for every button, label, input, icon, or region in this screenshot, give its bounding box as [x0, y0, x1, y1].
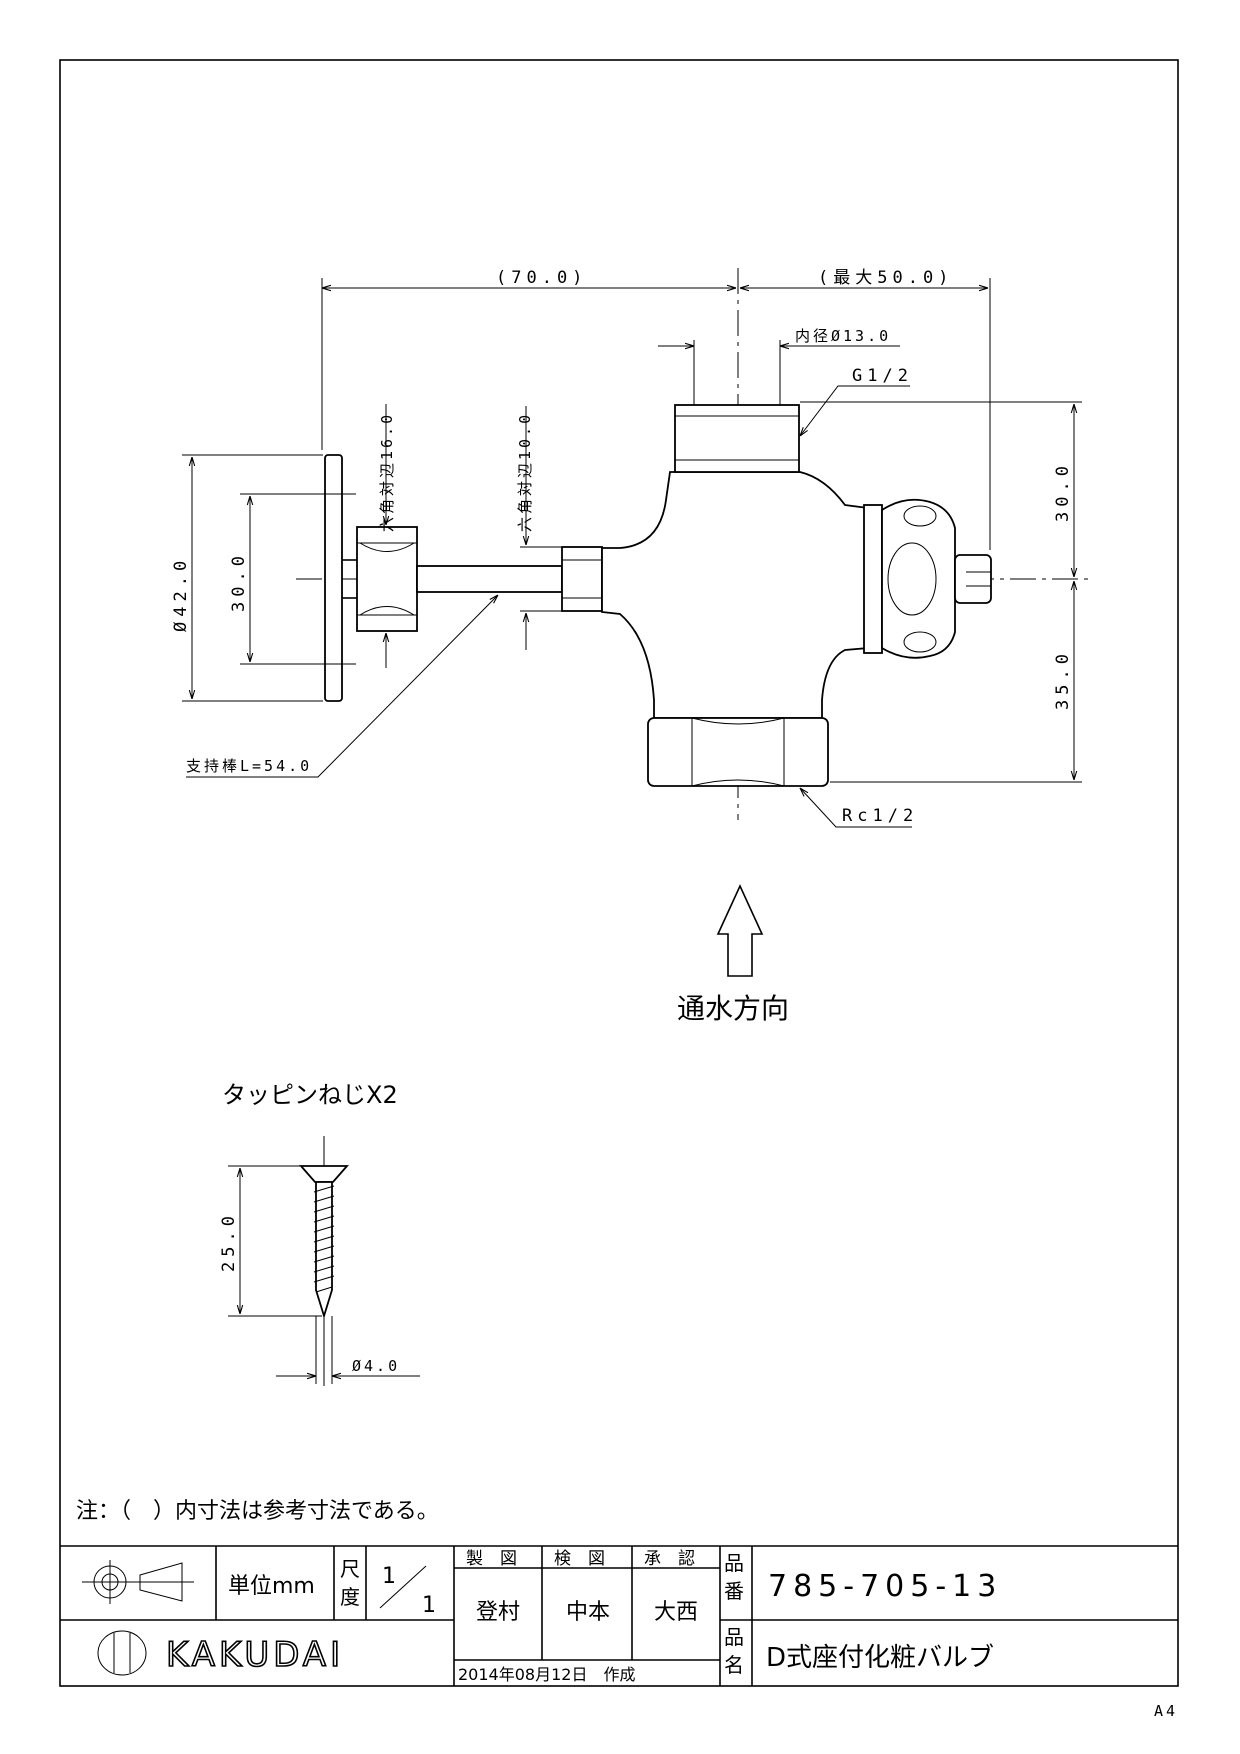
part-no-label-2: 番: [724, 1579, 744, 1603]
hex-nut-16: [356, 526, 418, 632]
dim-rc12: Rc1/2: [842, 806, 918, 826]
dim-d42: Ø42.0: [171, 556, 191, 632]
part-no-label-1: 品: [724, 1551, 744, 1575]
dim-30-left: 30.0: [229, 551, 249, 612]
title-block: [60, 1545, 1178, 1686]
flow-label: 通水方向: [677, 992, 789, 1025]
part-number: 785-705-13: [768, 1569, 1002, 1604]
handle-knob: [881, 498, 956, 659]
valve-drawing: [296, 268, 1090, 820]
tapping-screw: [299, 1136, 349, 1386]
scale-label-1: 尺: [340, 1557, 360, 1581]
dim-35-right: 35.0: [1053, 649, 1073, 710]
scale-denominator: 1: [422, 1593, 436, 1618]
dim-bore: 内径Ø13.0: [795, 327, 891, 345]
brand-name: KAKUDAI: [166, 1635, 344, 1675]
approved-by: 大西: [654, 1600, 698, 1625]
screw-label: タッピンねじX2: [222, 1081, 398, 1109]
dim-hex10: 六角対辺10.0: [516, 412, 534, 532]
note-text: 注：（ ）内寸法は参考寸法である。: [76, 1499, 439, 1524]
dim-screw-length: 25.0: [219, 1211, 239, 1272]
wall-flange: [324, 454, 343, 702]
kakudai-logo: KAKUDAI: [97, 1630, 344, 1676]
dim-30-right: 30.0: [1053, 461, 1073, 522]
checked-by: 中本: [566, 1600, 610, 1625]
flow-arrow: [716, 884, 764, 977]
header-drawn: 製 図: [466, 1549, 517, 1569]
handle-screw: [954, 554, 992, 604]
product-name: D式座付化粧バルブ: [766, 1643, 994, 1673]
dim-max50: (最大50.0): [818, 268, 953, 288]
creation-date: 2014年08月12日 作成: [458, 1665, 635, 1684]
drawing-frame: [59, 59, 1179, 1687]
support-rod: [416, 565, 563, 593]
dimensions: [182, 278, 1082, 828]
header-approved: 承 認: [644, 1549, 695, 1569]
header-checked: 検 図: [554, 1549, 605, 1569]
name-label-2: 名: [724, 1653, 744, 1677]
paper-size: A4: [1154, 1702, 1178, 1720]
scale-label-2: 度: [340, 1585, 360, 1609]
dim-g12: G1/2: [852, 366, 913, 386]
hex-nut-10: [561, 546, 603, 612]
handle-collar: [863, 504, 883, 654]
dim-hex16: 六角対辺16.0: [378, 412, 396, 532]
bottom-nut-rc12: [647, 717, 829, 787]
unit-label: 単位mm: [228, 1574, 315, 1599]
scale-numerator: 1: [382, 1564, 396, 1589]
dim-screw-diameter: Ø4.0: [352, 1357, 400, 1375]
screw-dimensions: [228, 1165, 420, 1384]
valve-body: [601, 471, 869, 719]
drawn-by: 登村: [476, 1600, 520, 1625]
top-thread-g12: [674, 404, 800, 473]
dim-rod: 支持棒L=54.0: [186, 757, 312, 775]
dim-70: (70.0): [496, 268, 587, 288]
name-label-1: 品: [724, 1625, 744, 1649]
